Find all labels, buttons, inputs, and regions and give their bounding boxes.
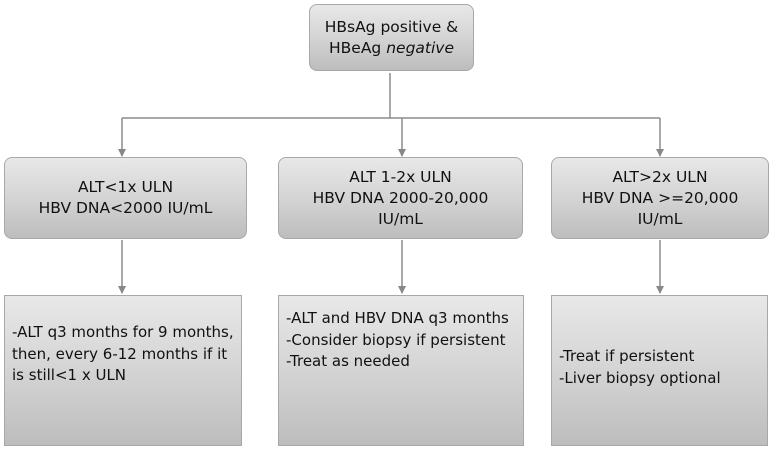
branch-2-detail-item: -Consider biopsy if persistent <box>286 330 506 349</box>
top-node-line1: HBsAg positive & <box>324 17 459 36</box>
top-node-line2: HBeAg <box>329 38 387 57</box>
branch-1-header-line: ALT<1x ULN <box>77 178 174 196</box>
branch-2-detail-item: -ALT and HBV DNA q3 months <box>286 309 509 327</box>
top-node-negative: negative <box>386 38 454 57</box>
branch-1-details: -ALT q3 months for 9 months, then, every… <box>4 295 242 446</box>
branch-3-header: ALT>2x ULN HBV DNA >=20,000 IU/mL <box>551 157 769 239</box>
branch-1-header-line: HBV DNA<2000 IU/mL <box>38 199 213 217</box>
branch-3-detail-item: -Treat if persistent <box>559 347 695 365</box>
branch-1-detail-item: -ALT q3 months for 9 months, then, every… <box>12 323 234 384</box>
branch-2-detail-item: -Treat as needed <box>286 352 410 370</box>
branch-3-detail-item: -Liver biopsy optional <box>559 368 721 387</box>
branch-3-header-line: ALT>2x ULN <box>612 167 708 186</box>
branch-1-header: ALT<1x ULN HBV DNA<2000 IU/mL <box>4 157 247 239</box>
branch-2-header-line: ALT 1-2x ULN <box>349 167 452 186</box>
branch-3-header-line: IU/mL <box>637 209 683 228</box>
branch-3-header-line: HBV DNA >=20,000 <box>581 188 739 207</box>
top-node: HBsAg positive & HBeAg negative <box>309 4 474 71</box>
branch-2-header-line: HBV DNA 2000-20,000 <box>312 188 489 207</box>
branch-2-details: -ALT and HBV DNA q3 months -Consider bio… <box>278 295 524 446</box>
branch-2-header: ALT 1-2x ULN HBV DNA 2000-20,000 IU/mL <box>278 157 523 239</box>
branch-3-details: -Treat if persistent -Liver biopsy optio… <box>551 295 768 446</box>
branch-2-header-line: IU/mL <box>378 209 423 228</box>
